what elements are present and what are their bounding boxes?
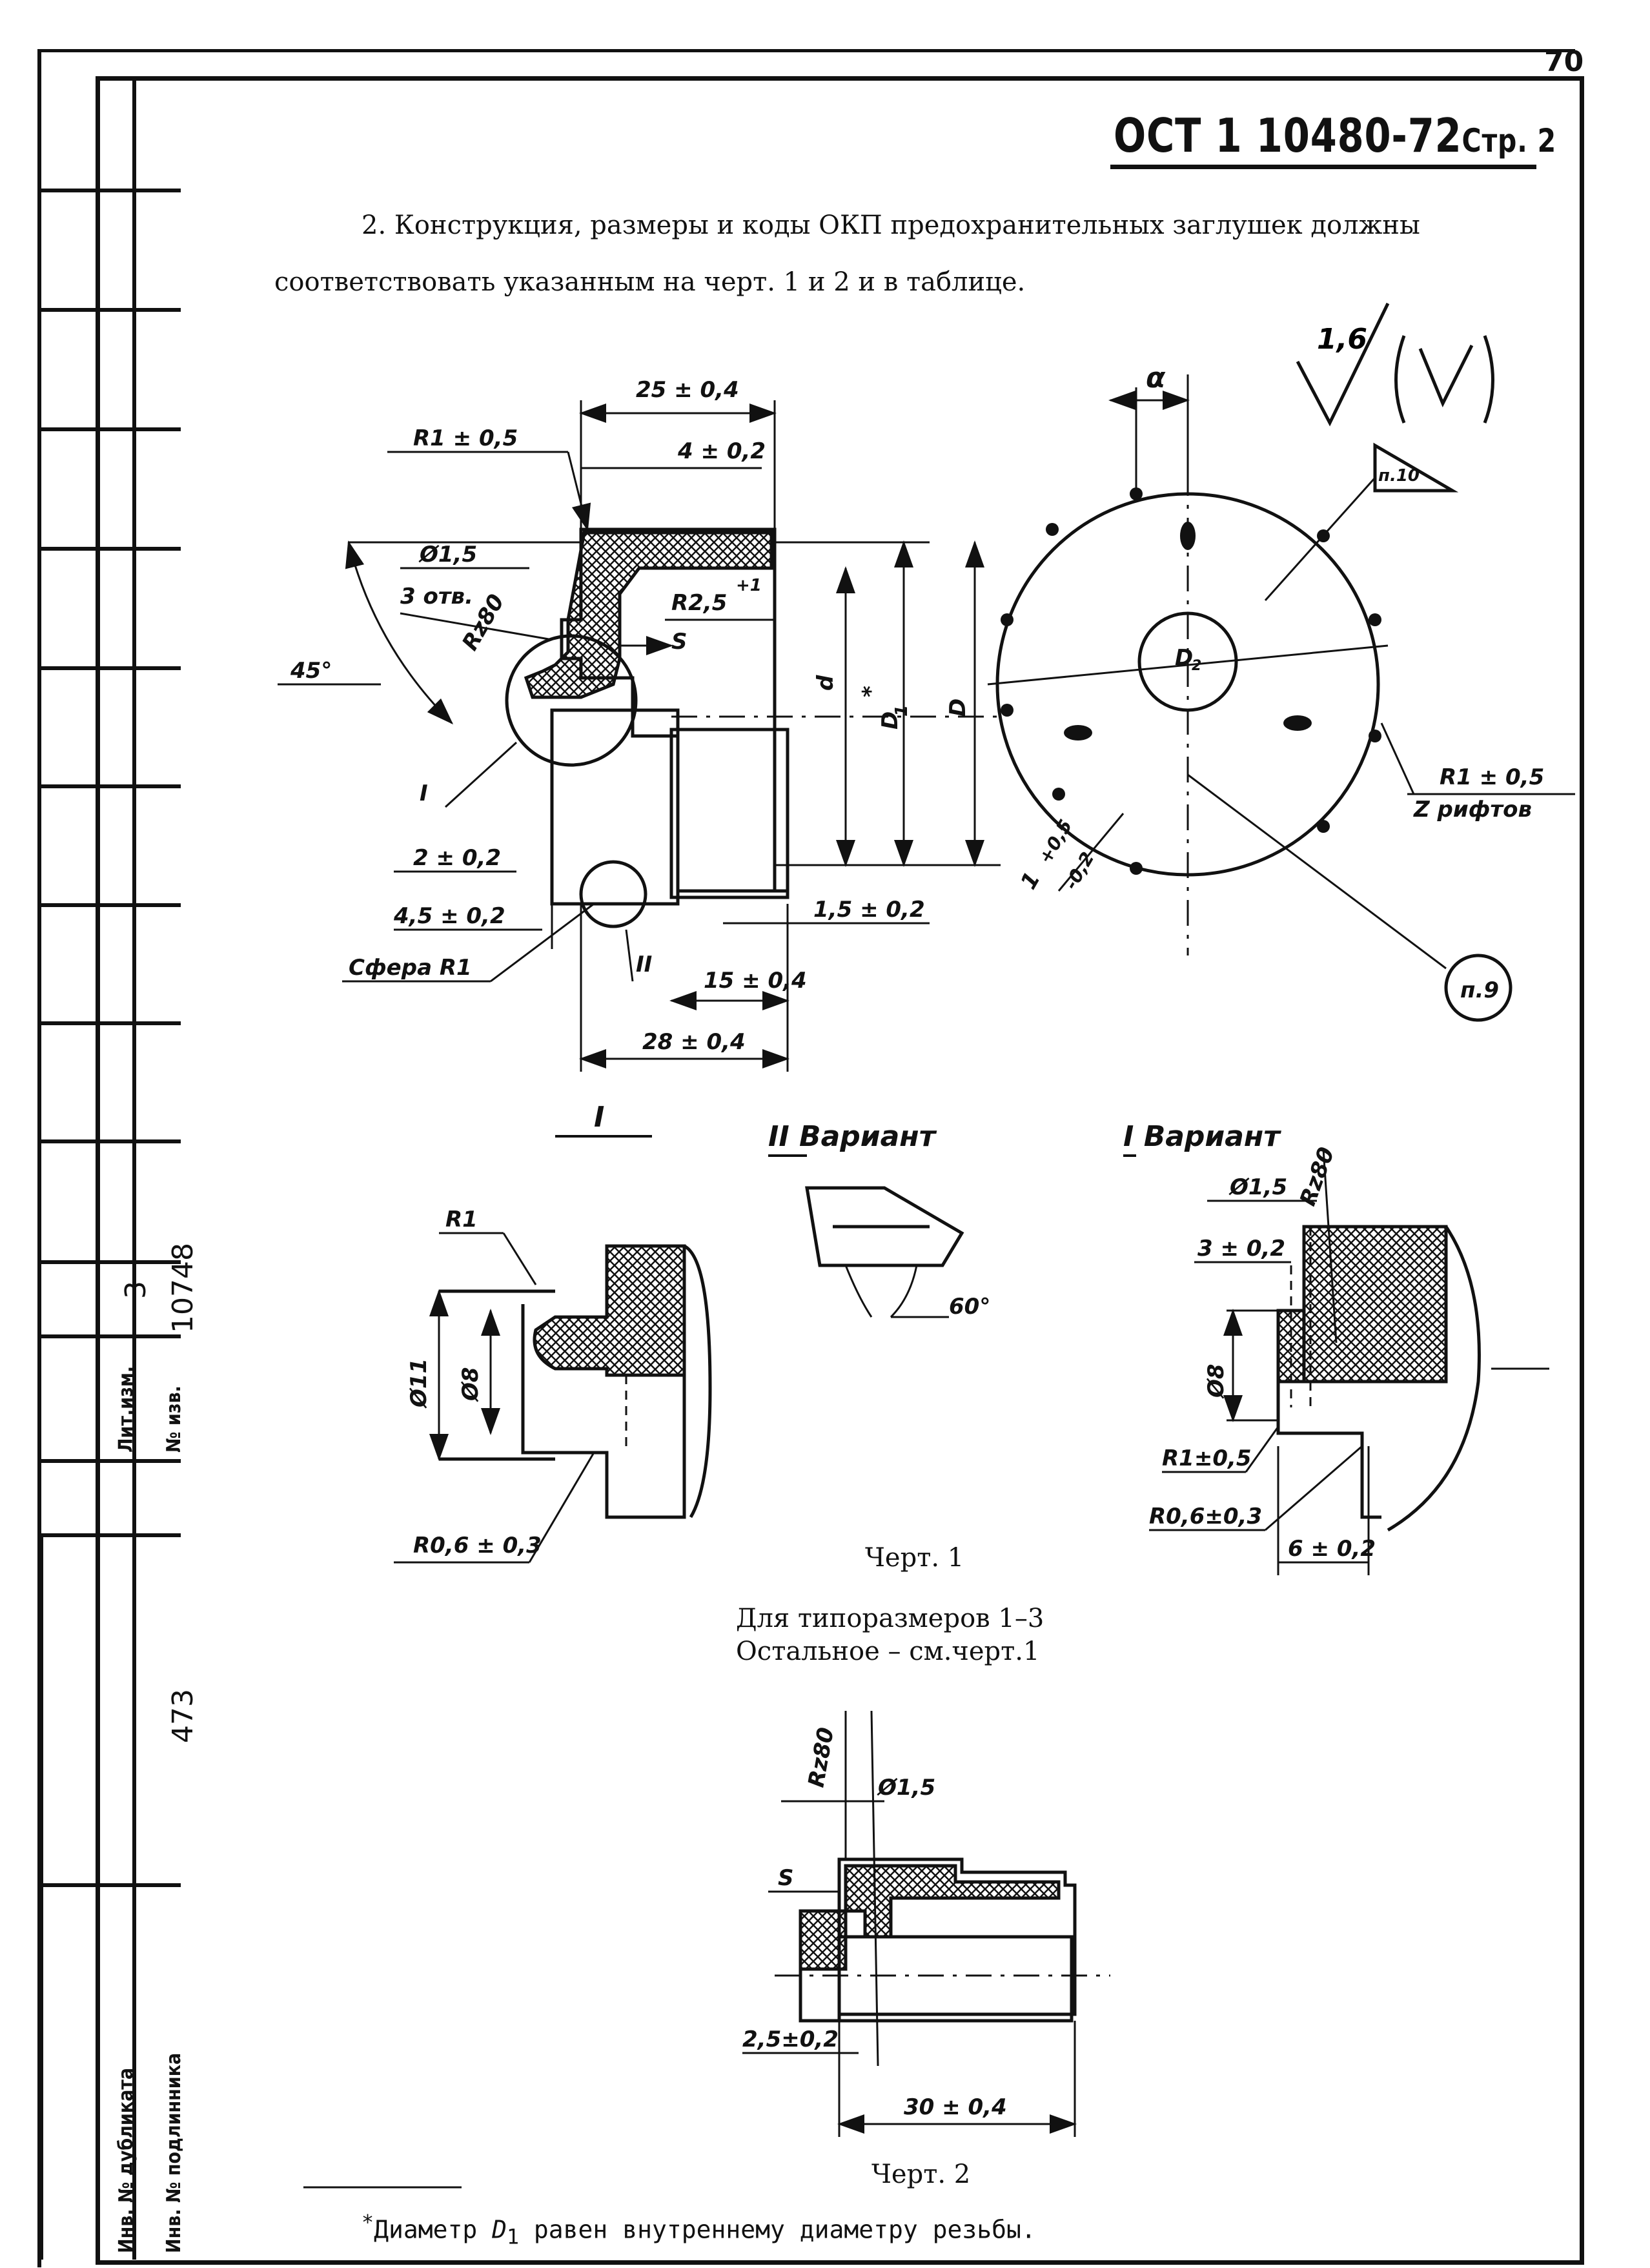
dim-bigD: D (945, 699, 971, 717)
detail-I-r06: R0,6 ± 0,3 (413, 1533, 542, 1558)
detail-II-callout: II (636, 952, 652, 977)
dim-d1-sub: 1 (892, 705, 912, 717)
dim-d: d (813, 675, 839, 691)
ribs (1001, 487, 1381, 875)
paragraph-line-2: соответствовать указанным на черт. 1 и 2… (274, 267, 1026, 297)
variant-I-title: I Вариант (1123, 1120, 1281, 1153)
drawing2-d30: 30 ± 0,4 (904, 2094, 1007, 2120)
note-line-2: Остальное – см.черт.1 (736, 1637, 1040, 1666)
dim-tol-bottom: -0,2 (1060, 848, 1098, 894)
document-code: ОСТ 1 10480-72Стр. 2 (1114, 108, 1556, 163)
dim-r25: R2,5 (671, 590, 727, 616)
note-pn9: п.9 (1460, 977, 1499, 1003)
dim-45: 4,5 ± 0,2 (393, 903, 505, 929)
variant-I-d6: 6 ± 0,2 (1288, 1536, 1376, 1562)
label-ribs: Z рифтов (1413, 797, 1532, 822)
variant-I-r06: R0,6±0,3 (1149, 1504, 1262, 1529)
circle-view (987, 374, 1575, 1022)
footnote-text-before: Диаметр (374, 2215, 493, 2244)
dim-alpha: α (1146, 362, 1166, 394)
dim-angle-45: 45° (290, 658, 332, 684)
dim-d1-star: * (858, 686, 884, 697)
dim-25: 25 ± 0,4 (636, 377, 739, 403)
drawing2-d25: 2,5±0,2 (742, 2027, 839, 2052)
dim-15-small: 1,5 ± 0,2 (813, 897, 925, 923)
roughness-symbol (1296, 302, 1494, 427)
variant-II-angle: 60° (949, 1294, 990, 1320)
dim-3-holes: 3 отв. (400, 584, 473, 609)
variant-I-rz80: Rz80 (1295, 1144, 1339, 1209)
dim-4: 4 ± 0,2 (677, 438, 766, 464)
doc-code-text: ОСТ 1 10480-72 (1114, 108, 1462, 163)
page-frame (96, 76, 1584, 2265)
detail-I-title: I (594, 1101, 604, 1134)
dim-D2: D (1175, 645, 1193, 671)
detail-I-phi11: Ø11 (406, 1358, 432, 1409)
figure2-caption: Черт. 2 (871, 2160, 971, 2189)
footnote: *Диаметр D1 равен внутреннему диаметру р… (362, 2211, 1036, 2249)
top-border (41, 49, 1575, 52)
dim-tol-top: +0,5 (1034, 816, 1076, 868)
variant-I-r1: R1±0,5 (1162, 1446, 1252, 1471)
drawing2-rz80: Rz80 (803, 1726, 839, 1790)
detail-I-callout: I (420, 781, 428, 806)
drawing2 (742, 1710, 1110, 2137)
variant-I-phi15: Ø1,5 (1228, 1174, 1287, 1200)
dim-r1: R1 ± 0,5 (413, 425, 518, 451)
footnote-symbol-sub: 1 (506, 2225, 520, 2249)
footnote-star: * (362, 2211, 374, 2234)
figure1-caption: Черт. 1 (865, 1543, 964, 1573)
note-line-1: Для типоразмеров 1–3 (736, 1604, 1044, 1633)
dim-15: 15 ± 0,4 (704, 968, 807, 994)
variant-I-drawing (1123, 1149, 1549, 1575)
variant-II-title: II Вариант (768, 1120, 937, 1153)
dim-phi15: Ø1,5 (418, 542, 477, 567)
dim-s: S (671, 629, 688, 655)
footnote-text-after: равен внутреннему диаметру резьбы. (519, 2215, 1036, 2244)
dim-circle-r1: R1 ± 0,5 (1440, 764, 1544, 790)
note-pn10: п.10 (1378, 466, 1420, 485)
drawing2-phi15: Ø1,5 (877, 1775, 935, 1801)
left-border (37, 49, 41, 2267)
detail-I-phi8: Ø8 (458, 1367, 484, 1402)
detail-I-drawing (394, 1135, 712, 1564)
stamp-strip (39, 76, 181, 2260)
dim-2: 2 ± 0,2 (413, 845, 501, 871)
variant-II-drawing (768, 1154, 964, 1318)
paragraph-line-1: 2. Конструкция, размеры и коды ОКП предо… (362, 210, 1420, 240)
dim-D2-sub: 2 (1192, 658, 1201, 674)
roughness-value: 1,6 (1317, 323, 1367, 356)
dim-sphere: Сфера R1 (349, 955, 472, 981)
dim-tol-base: 1 (1015, 868, 1045, 894)
variant-I-phi8: Ø8 (1203, 1364, 1229, 1399)
doc-page-label: Стр. 2 (1462, 122, 1557, 159)
dim-28: 28 ± 0,4 (642, 1029, 746, 1055)
footnote-symbol: D (492, 2215, 507, 2244)
dim-d1: D (877, 711, 903, 730)
detail-I-r1: R1 (445, 1207, 478, 1232)
dim-r25-tol: +1 (736, 576, 762, 595)
drawing2-s: S (778, 1865, 794, 1891)
doc-code-underline (1110, 165, 1536, 169)
variant-I-d3: 3 ± 0,2 (1197, 1236, 1285, 1262)
